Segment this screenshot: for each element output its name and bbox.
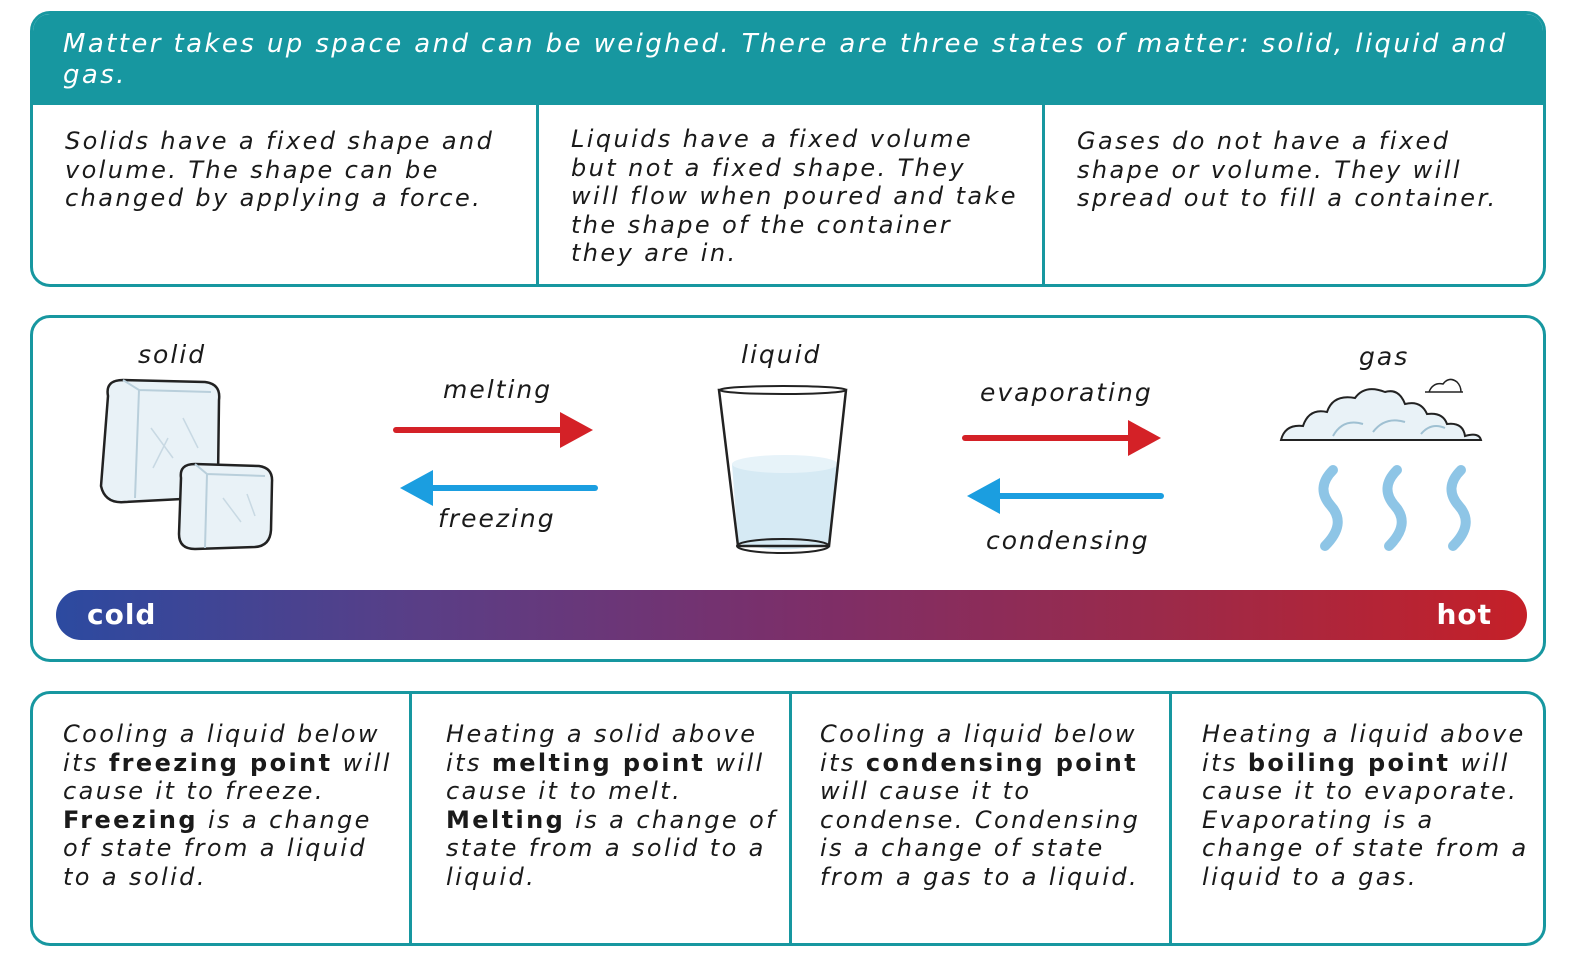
freezing-explanation: Cooling a liquid below its freezing poin… [33,694,412,943]
solid-description: Solids have a fixed shape and volume. Th… [33,105,539,284]
liquid-description: Liquids have a fixed volume but not a fi… [539,105,1045,284]
keyword: Freezing [63,805,198,834]
keyword: boiling point [1247,748,1451,777]
steam-icon [1318,465,1471,551]
text-segment: Heating a liquid above its [1202,720,1526,777]
condensing-label: condensing [986,526,1150,555]
liquid-label: liquid [741,340,822,369]
keyword: freezing point [108,748,333,777]
process-explanations-panel: Cooling a liquid below its freezing poin… [30,691,1546,946]
evaporating-explanation: Heating a liquid above its boiling point… [1172,694,1543,943]
ice-cubes-icon [99,378,274,551]
text-segment: Cooling a liquid below its [820,720,1137,777]
cold-label: cold [87,598,157,631]
text-segment: will cause it to condense. Condensing is… [820,777,1141,891]
text-segment: is a change of state from a liquid to a … [63,805,372,891]
text-segment: Heating a solid above its [446,720,758,777]
gas-description: Gases do not have a fixed shape or volum… [1077,127,1498,212]
condensing-arrow-icon [967,478,1164,514]
cloud-icon [1279,378,1483,441]
text-segment: will cause it to freeze. [63,748,392,806]
diagram-art [99,378,1483,554]
keyword: Melting [446,805,566,834]
evaporating-label: evaporating [980,378,1153,407]
keyword: condensing point [865,748,1139,777]
text-segment: will cause it to evaporate. Evaporating … [1202,748,1529,891]
text-segment: Cooling a liquid below its [63,720,380,777]
intro-header: Matter takes up space and can be weighed… [33,14,1543,105]
keyword: melting point [491,748,706,777]
glass-of-water-icon [717,385,848,554]
states-info-panel: Matter takes up space and can be weighed… [30,11,1546,287]
text-segment: will cause it to melt. [446,748,765,806]
freezing-label: freezing [438,504,556,533]
state-change-diagram: solid liquid gas melting freezing evapor… [30,315,1546,662]
condensing-explanation: Cooling a liquid below its condensing po… [792,694,1172,943]
melting-label: melting [443,375,553,404]
evaporating-arrow-icon [962,420,1161,456]
gas-label: gas [1359,342,1410,371]
hot-label: hot [1436,598,1492,631]
melting-arrow-icon [393,412,593,448]
temperature-scale-bar: cold hot [56,590,1527,640]
text-segment: is a change of state from a solid to a l… [446,805,778,891]
freezing-arrow-icon [400,470,598,506]
solid-label: solid [138,340,207,369]
melting-explanation: Heating a solid above its melting point … [412,694,792,943]
